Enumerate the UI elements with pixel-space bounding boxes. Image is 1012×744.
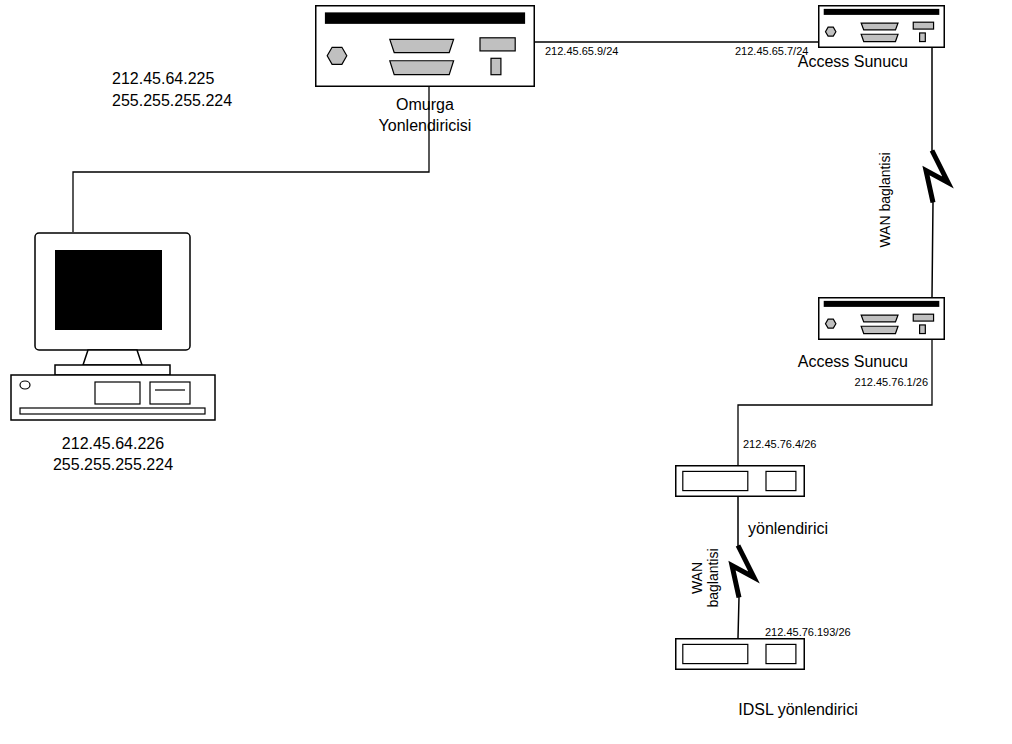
device-icon (315, 5, 535, 87)
icon-part (766, 471, 796, 490)
device-icon (675, 465, 805, 497)
device-label: IDSL yönlendirici (723, 700, 873, 721)
icon-part (491, 58, 501, 74)
icon-part (861, 34, 898, 41)
link-label: WAN baglantisi (689, 542, 721, 614)
icon-part (861, 326, 898, 333)
icon-part (325, 12, 525, 23)
icon-part (920, 325, 926, 334)
network-device: Omurga Yonlendiricisi (315, 5, 535, 137)
link-line (535, 41, 818, 42)
device-label: Access Sunucu (778, 352, 908, 373)
network-device: IDSL yönlendirici (675, 638, 805, 721)
network-device: yönlendirici (675, 465, 805, 540)
icon-part (11, 375, 215, 420)
icon-part (824, 9, 940, 15)
wan-link (926, 48, 948, 297)
device-icon (818, 297, 945, 340)
icon-part (316, 6, 535, 87)
icon-part (861, 23, 898, 30)
device-label: Omurga Yonlendiricisi (355, 95, 495, 137)
icon-part (55, 365, 170, 375)
icon-part (826, 27, 836, 36)
device-label: yönlendirici (748, 519, 868, 540)
icon-part (920, 33, 926, 42)
icon-part (480, 38, 515, 51)
icon-part (35, 233, 190, 350)
icon-part (861, 315, 898, 322)
ip-address-label: 255.255.255.224 (112, 92, 232, 110)
ip-address-label: 212.45.65.7/24 (735, 45, 808, 57)
icon-part (913, 22, 933, 29)
icon-part (683, 644, 748, 663)
icon-part (150, 382, 190, 404)
device-label: 212.45.64.226 255.255.255.224 (28, 434, 198, 476)
network-link (535, 42, 818, 43)
network-link (738, 340, 932, 465)
link-line (738, 340, 932, 465)
network-device: Access Sunucu (818, 5, 945, 73)
ip-address-label: 212.45.76.1/26 (855, 376, 928, 388)
icon-part (819, 298, 945, 340)
wan-link (732, 497, 754, 638)
icon-part (390, 61, 454, 75)
ip-address-label: 212.45.76.4/26 (743, 438, 816, 450)
ip-address-label: 212.45.76.193/26 (765, 626, 851, 638)
network-device: Access Sunucu (818, 297, 945, 373)
lightning-bolt (926, 151, 948, 203)
device-icon (10, 232, 216, 422)
network-device: 212.45.64.226 255.255.255.224 (10, 232, 216, 476)
icon-part (390, 39, 454, 52)
icon-part (83, 350, 142, 365)
link-line (73, 87, 429, 232)
icon-part (55, 250, 162, 330)
icon-part (826, 319, 836, 328)
link-line (732, 497, 754, 638)
icon-part (913, 314, 933, 321)
ip-address-label: 212.45.65.9/24 (545, 45, 618, 57)
icon-part (20, 408, 205, 414)
link-label: WAN baglantisi (877, 130, 893, 270)
icon-part (20, 381, 30, 389)
icon-part (683, 471, 748, 490)
device-icon (675, 638, 805, 670)
ip-address-label: 212.45.64.225 (112, 70, 214, 88)
icon-part (766, 644, 796, 663)
icon-part (824, 301, 940, 307)
link-line (926, 48, 948, 297)
network-link (73, 87, 429, 232)
device-icon (818, 5, 945, 48)
icon-part (155, 389, 185, 390)
icon-part (819, 6, 945, 48)
icon-part (95, 382, 140, 404)
icon-part (676, 639, 805, 670)
icon-part (327, 47, 347, 64)
lightning-bolt (732, 546, 754, 598)
icon-part (676, 466, 805, 497)
